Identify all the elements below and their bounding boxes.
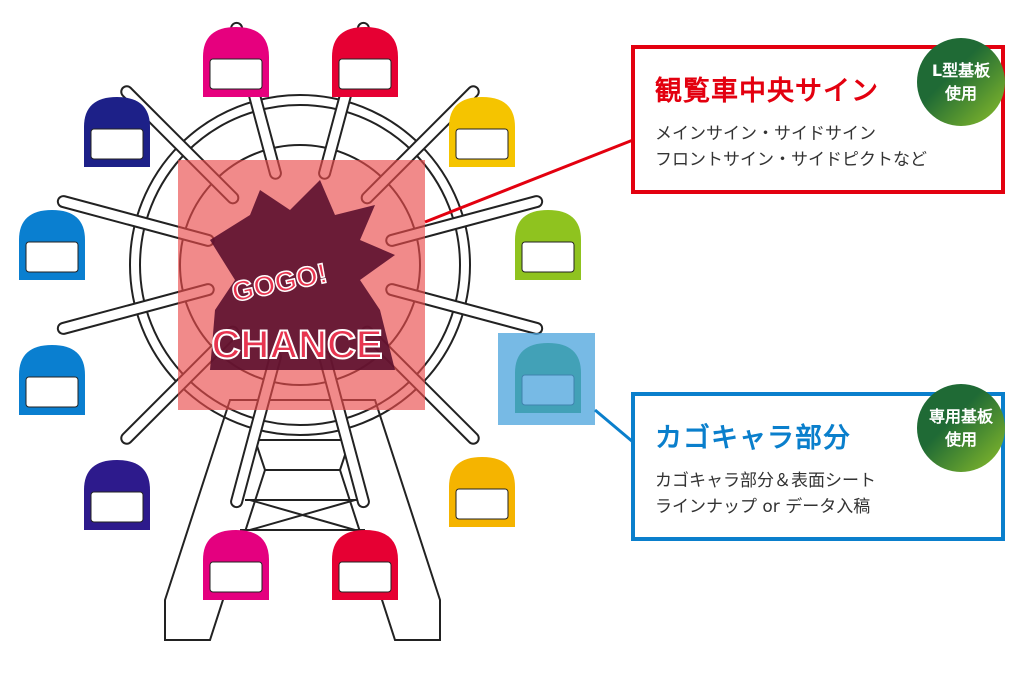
badge-line: L型基板: [931, 61, 991, 80]
gondola-highlight: [498, 333, 595, 425]
gondola-window: [338, 561, 392, 593]
badge-l-board: L型基板 使用: [917, 38, 1005, 126]
callout-line: メインサイン・サイドサイン: [655, 124, 876, 144]
gondolas: [19, 27, 581, 600]
gondola-window: [455, 128, 509, 160]
ferris-wheel-tower: [164, 399, 441, 641]
badge-line: 専用基板: [928, 407, 993, 426]
gondola-window: [455, 488, 509, 520]
badge-dedicated-board: 専用基板 使用: [917, 384, 1005, 472]
callout-body: メインサイン・サイドサイン フロントサイン・サイドピクトなど: [655, 121, 927, 173]
sign-text-bottom: CHANCE: [211, 323, 382, 367]
gondola-window: [209, 561, 263, 593]
center-sign: GOGO! CHANCE: [210, 180, 395, 370]
gondola-window: [209, 58, 263, 90]
gondola-window: [90, 128, 144, 160]
badge-line: 使用: [944, 430, 977, 449]
gondola-window: [521, 241, 575, 273]
gondola-window: [338, 58, 392, 90]
callout-body: カゴキャラ部分＆表面シート ラインナップ or データ入稿: [655, 468, 876, 520]
gondola-window: [25, 376, 79, 408]
callout-line: カゴキャラ部分＆表面シート: [655, 471, 876, 491]
red-leader-line: [424, 138, 634, 224]
callout-line: フロントサイン・サイドピクトなど: [655, 150, 927, 170]
blue-leader-line: [594, 408, 634, 444]
gondola-window: [25, 241, 79, 273]
callout-title: 観覧車中央サイン: [655, 76, 879, 107]
gondola-window: [90, 491, 144, 523]
callout-title: カゴキャラ部分: [655, 423, 851, 454]
badge-line: 使用: [944, 84, 977, 103]
callout-line: ラインナップ or データ入稿: [655, 497, 871, 517]
